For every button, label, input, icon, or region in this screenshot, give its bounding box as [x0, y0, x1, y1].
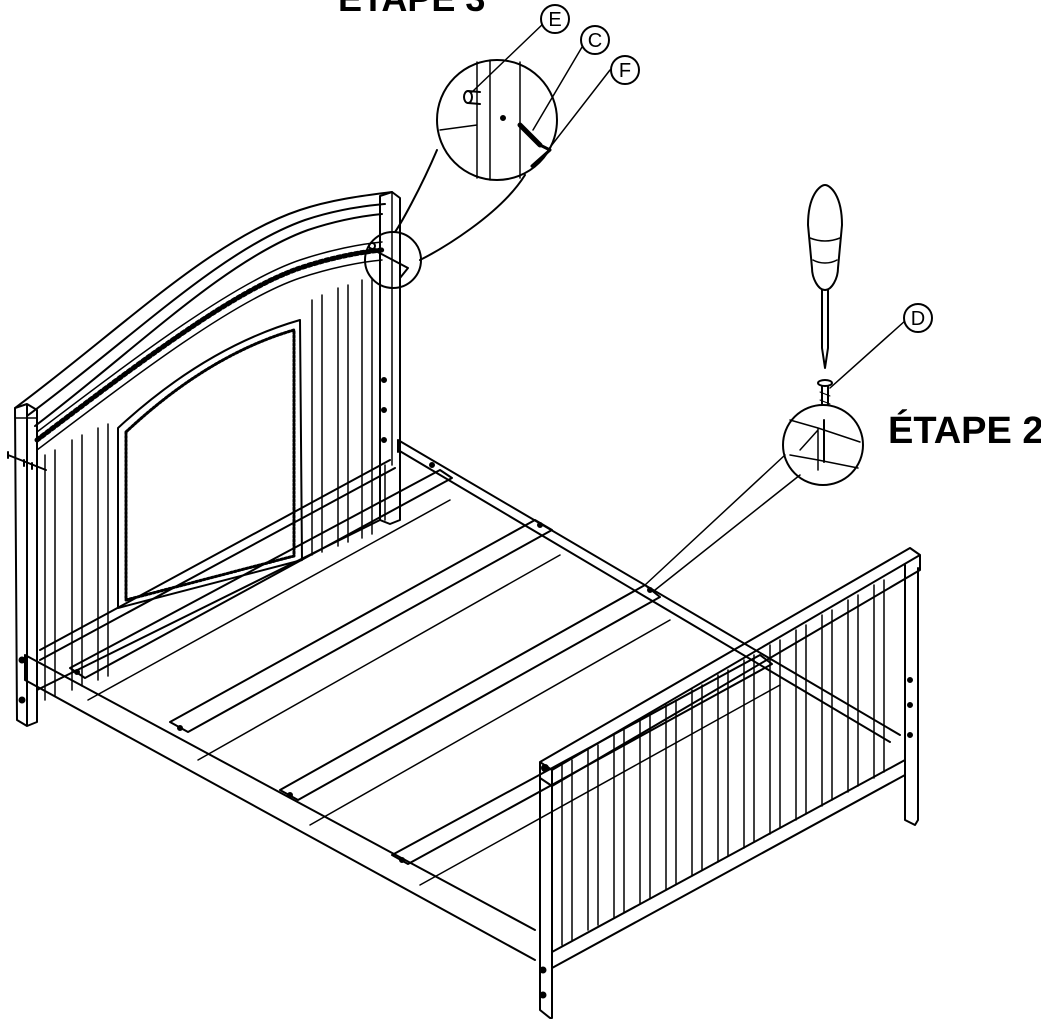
support-slat-4: [391, 654, 773, 865]
part-label-C-badge: [580, 25, 610, 55]
footboard: [539, 547, 921, 1019]
part-label-F: F: [619, 60, 631, 82]
headboard-left-post: [14, 403, 38, 727]
support-slat-3: [279, 584, 661, 801]
part-label-F-badge: [610, 55, 640, 85]
footboard-right-post: [904, 564, 919, 826]
callout-bolt-detail: E C F: [364, 4, 640, 289]
callout-screw-detail: D: [644, 184, 933, 591]
step-3-heading: ÉTAPE 3: [338, 0, 485, 20]
bed-frame: [24, 439, 901, 961]
screwdriver-icon: [807, 184, 843, 369]
part-label-E: E: [548, 9, 561, 31]
allen-key-icon: [530, 143, 552, 168]
step-2-heading: ÉTAPE 2: [888, 410, 1041, 452]
support-slat-2: [169, 519, 553, 733]
bolt-icon: [463, 90, 481, 105]
left-bolt-icon: [7, 451, 47, 471]
footboard-top-rail: [539, 547, 921, 787]
headboard-panel: [117, 319, 303, 609]
magnifier-callout-icon: [436, 59, 558, 181]
part-label-D-badge: [903, 303, 933, 333]
barrel-nut-icon: [500, 115, 543, 148]
headboard-crown: [14, 191, 393, 409]
headboard-right-post: [379, 191, 401, 525]
support-slat-1: [69, 469, 453, 679]
footboard-left-post: [539, 777, 553, 1019]
part-label-E-badge: [540, 4, 570, 34]
part-label-D: D: [911, 308, 925, 330]
headboard-braided-band: [34, 247, 385, 443]
part-label-C: C: [588, 30, 602, 52]
near-side-rail: [24, 654, 536, 961]
